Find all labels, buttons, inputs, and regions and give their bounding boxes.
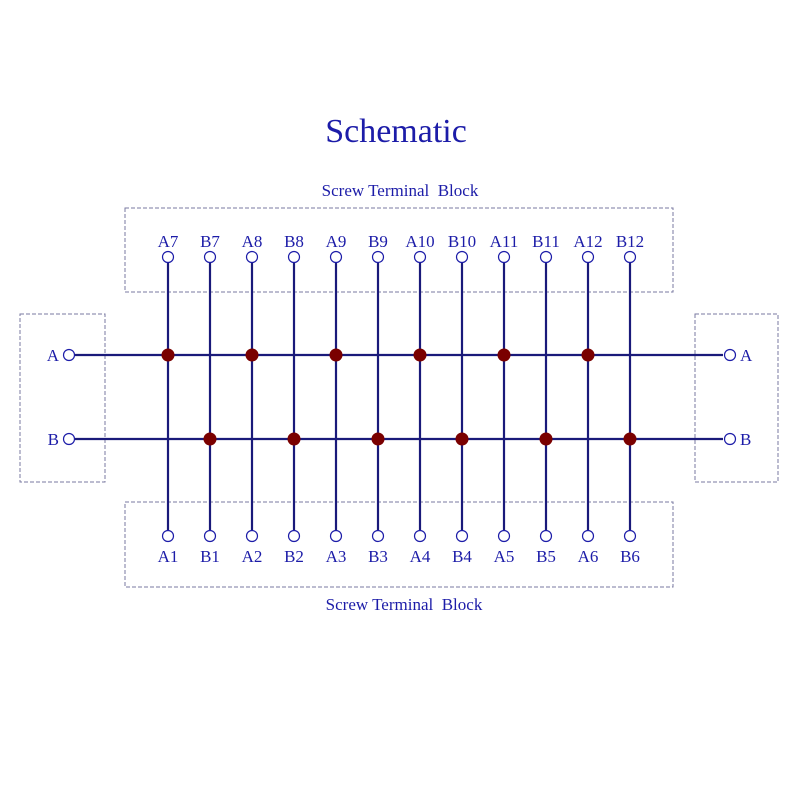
terminal-circle-icon bbox=[581, 250, 595, 264]
terminal-circle-icon bbox=[203, 529, 217, 543]
terminal-circle-icon bbox=[329, 250, 343, 264]
right-terminal-label: A bbox=[740, 346, 753, 365]
terminal-circle-icon bbox=[329, 529, 343, 543]
bottom-terminal-block-box bbox=[124, 501, 674, 588]
top-terminal-label: A10 bbox=[405, 232, 434, 251]
bottom-block-label: Screw Terminal Block bbox=[326, 595, 483, 614]
junction-dot bbox=[245, 348, 259, 362]
bottom-terminal-label: A5 bbox=[494, 547, 515, 566]
terminal-circle-icon bbox=[581, 529, 595, 543]
top-terminal-label: B9 bbox=[368, 232, 388, 251]
terminal-circle-icon bbox=[539, 250, 553, 264]
terminal-circle-icon bbox=[161, 529, 175, 543]
right-connector-box bbox=[694, 313, 779, 483]
terminal-circle-icon bbox=[62, 348, 76, 362]
terminal-circle-icon bbox=[62, 432, 76, 446]
bottom-terminal-label: A4 bbox=[410, 547, 431, 566]
bottom-terminal-label: B2 bbox=[284, 547, 304, 566]
terminal-circle-icon bbox=[455, 529, 469, 543]
junction-dot bbox=[203, 432, 217, 446]
top-terminal-label: B8 bbox=[284, 232, 304, 251]
terminal-circle-icon bbox=[245, 529, 259, 543]
junction-dot bbox=[497, 348, 511, 362]
bottom-terminal-label: B3 bbox=[368, 547, 388, 566]
top-terminal-label: A9 bbox=[326, 232, 347, 251]
top-terminal-label: A7 bbox=[158, 232, 179, 251]
bottom-terminal-label: B5 bbox=[536, 547, 556, 566]
terminal-circle-icon bbox=[371, 529, 385, 543]
left-terminal-label: B bbox=[48, 430, 59, 449]
terminal-circle-icon bbox=[455, 250, 469, 264]
terminal-circle-icon bbox=[623, 529, 637, 543]
terminal-circle-icon bbox=[161, 250, 175, 264]
terminal-circle-icon bbox=[413, 529, 427, 543]
top-terminal-label: B11 bbox=[532, 232, 560, 251]
junction-dot bbox=[413, 348, 427, 362]
terminal-circle-icon bbox=[723, 432, 737, 446]
top-terminal-label: A12 bbox=[573, 232, 602, 251]
bottom-terminal-label: A1 bbox=[158, 547, 179, 566]
top-terminal-label: B12 bbox=[616, 232, 644, 251]
top-terminal-label: B7 bbox=[200, 232, 220, 251]
junction-dot bbox=[161, 348, 175, 362]
left-connector-box bbox=[19, 313, 106, 483]
top-terminal-label: A11 bbox=[490, 232, 519, 251]
junction-dot bbox=[329, 348, 343, 362]
right-terminal-label: B bbox=[740, 430, 751, 449]
terminal-circle-icon bbox=[371, 250, 385, 264]
terminal-circle-icon bbox=[539, 529, 553, 543]
bottom-terminal-label: A6 bbox=[578, 547, 599, 566]
bottom-terminal-label: B4 bbox=[452, 547, 472, 566]
junction-dot bbox=[455, 432, 469, 446]
junction-dot bbox=[581, 348, 595, 362]
bottom-terminal-label: B6 bbox=[620, 547, 640, 566]
terminal-circle-icon bbox=[287, 250, 301, 264]
bottom-terminal-label: A2 bbox=[242, 547, 263, 566]
bottom-terminal-label: A3 bbox=[326, 547, 347, 566]
page-title: Schematic bbox=[325, 113, 467, 150]
junction-dot bbox=[287, 432, 301, 446]
terminal-circle-icon bbox=[413, 250, 427, 264]
terminal-circle-icon bbox=[497, 529, 511, 543]
junction-dot bbox=[623, 432, 637, 446]
top-terminal-label: B10 bbox=[448, 232, 476, 251]
terminal-circle-icon bbox=[245, 250, 259, 264]
terminal-circle-icon bbox=[623, 250, 637, 264]
top-block-label: Screw Terminal Block bbox=[322, 181, 479, 200]
top-terminal-block-box bbox=[124, 207, 674, 293]
terminal-circle-icon bbox=[203, 250, 217, 264]
left-terminal-label: A bbox=[47, 346, 60, 365]
terminal-circle-icon bbox=[287, 529, 301, 543]
junction-dot bbox=[539, 432, 553, 446]
top-terminal-label: A8 bbox=[242, 232, 263, 251]
bottom-terminal-label: B1 bbox=[200, 547, 220, 566]
terminal-circle-icon bbox=[723, 348, 737, 362]
terminal-circle-icon bbox=[497, 250, 511, 264]
junction-dot bbox=[371, 432, 385, 446]
